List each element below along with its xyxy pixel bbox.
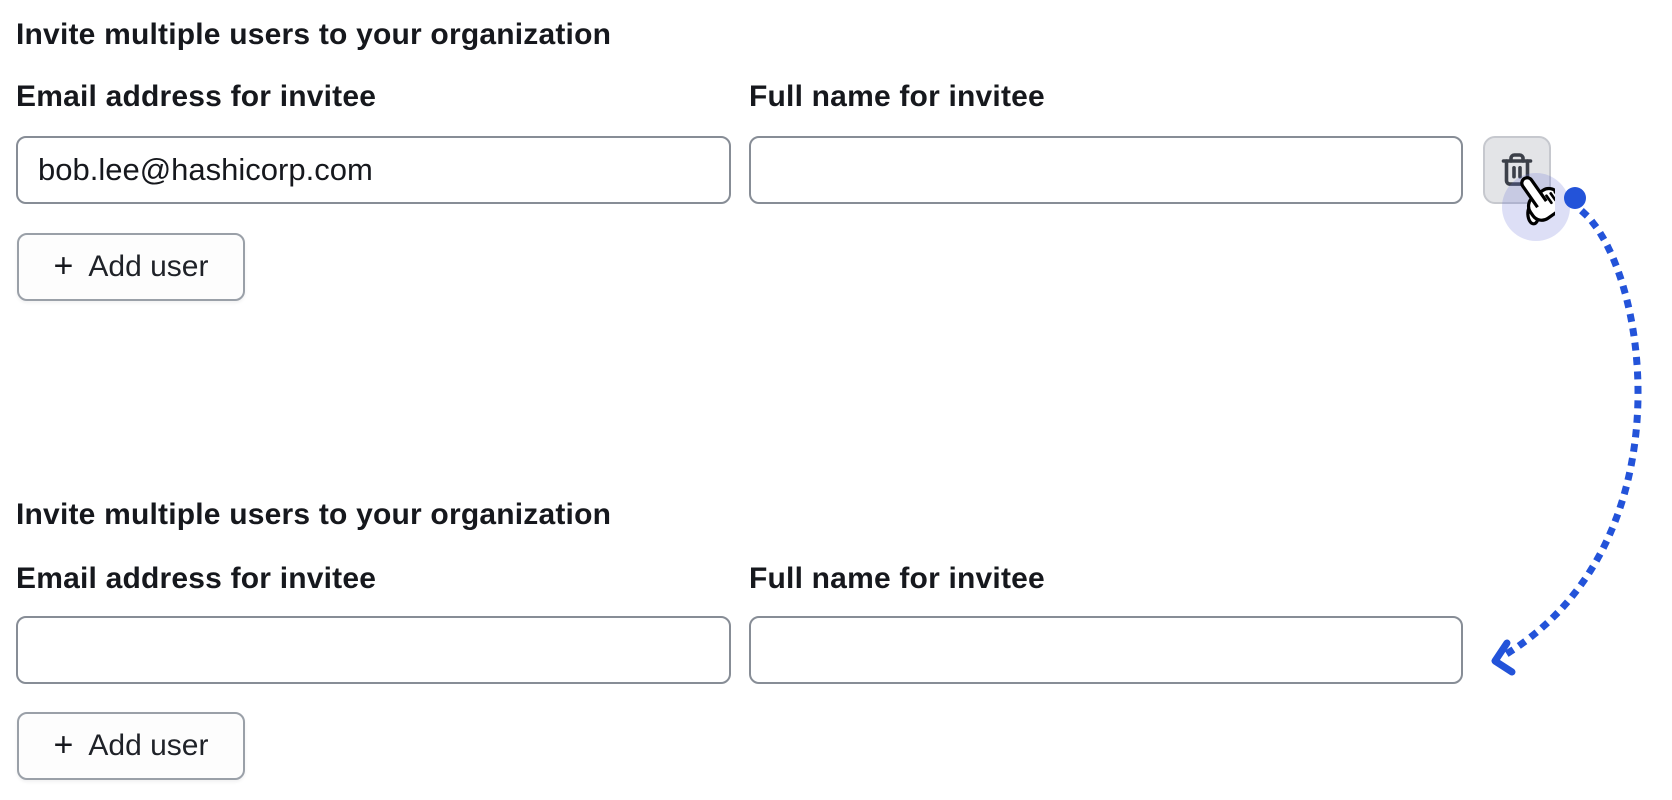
- email-label: Email address for invitee: [16, 562, 377, 595]
- fullname-input[interactable]: [749, 136, 1463, 204]
- plus-icon: +: [53, 246, 74, 285]
- fullname-label: Full name for invitee: [749, 562, 1045, 595]
- add-user-button[interactable]: + Add user: [17, 233, 245, 301]
- section-heading: Invite multiple users to your organizati…: [16, 498, 612, 531]
- section-heading: Invite multiple users to your organizati…: [16, 18, 612, 51]
- email-input[interactable]: [16, 616, 731, 684]
- add-user-label: Add user: [88, 729, 209, 762]
- fullname-input[interactable]: [749, 616, 1463, 684]
- annotation-dot: [1564, 187, 1586, 209]
- email-input[interactable]: [16, 136, 731, 204]
- delete-user-button[interactable]: [1483, 136, 1551, 204]
- plus-icon: +: [53, 725, 74, 764]
- add-user-label: Add user: [88, 250, 209, 283]
- dotted-curve: [1503, 208, 1642, 658]
- email-label: Email address for invitee: [16, 80, 377, 113]
- hand-pointer-cursor: [1520, 176, 1555, 226]
- fullname-label: Full name for invitee: [749, 80, 1045, 113]
- add-user-button[interactable]: + Add user: [17, 712, 245, 780]
- arrowhead-icon: [1491, 639, 1516, 676]
